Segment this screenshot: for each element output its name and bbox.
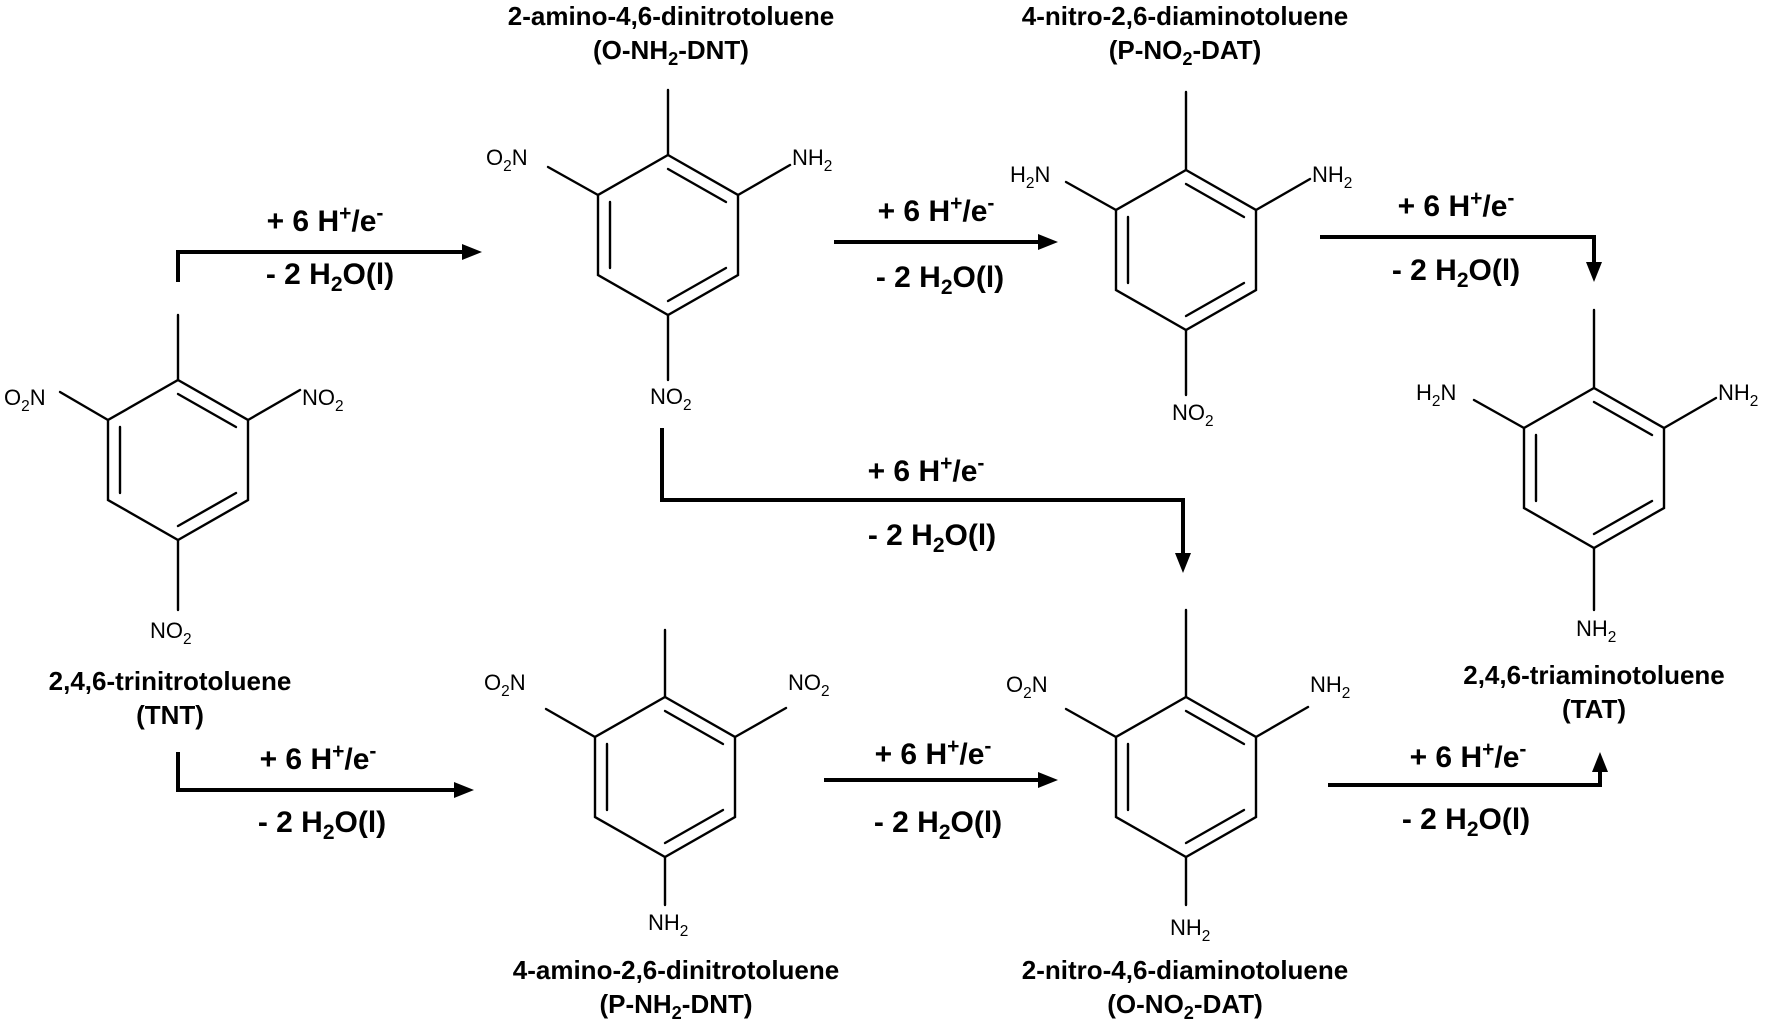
compound-abbr-o-nh2-dnt: (O-NH2-DNT) <box>593 35 749 69</box>
compound-name-o-no2-dat: 2-nitro-4,6-diaminotoluene <box>1022 955 1348 985</box>
condition-minus: - 2 H2O(l) <box>1392 254 1520 292</box>
condition-plus: + 6 H+/e- <box>260 740 377 776</box>
no2-group: NO2 <box>1172 400 1214 430</box>
o2n-group: O2N <box>4 385 46 415</box>
no2-group: NO2 <box>150 618 192 648</box>
nh2-group: NH2 <box>1170 915 1210 945</box>
reaction-arrow-p-no2-dat-to-tat: + 6 H+/e- - 2 H2O(l) <box>1320 187 1602 292</box>
compound-name-o-nh2-dnt: 2-amino-4,6-dinitrotoluene <box>508 1 834 31</box>
o2n-group: O2N <box>484 670 526 700</box>
molecule-tat: NH2 H2N NH2 <box>1416 308 1758 646</box>
condition-minus: - 2 H2O(l) <box>876 261 1004 299</box>
reaction-arrow-o-nh2-dnt-to-o-no2-dat: + 6 H+/e- - 2 H2O(l) <box>660 428 1191 573</box>
molecule-o-no2-dat: NH2 O2N NH2 <box>1006 608 1350 945</box>
condition-plus: + 6 H+/e- <box>1398 187 1515 223</box>
nh2-group: NH2 <box>792 145 832 175</box>
condition-minus: - 2 H2O(l) <box>1402 803 1530 841</box>
condition-minus: - 2 H2O(l) <box>258 806 386 844</box>
condition-plus: + 6 H+/e- <box>267 202 384 238</box>
compound-abbr-tnt: (TNT) <box>136 700 204 730</box>
condition-plus: + 6 H+/e- <box>875 735 992 771</box>
compound-name-p-no2-dat: 4-nitro-2,6-diaminotoluene <box>1022 1 1348 31</box>
molecule-o-nh2-dnt: NH2 O2N NO2 <box>486 88 832 414</box>
reaction-arrow-p-nh2-dnt-to-o-no2-dat: + 6 H+/e- - 2 H2O(l) <box>824 735 1058 844</box>
condition-minus: - 2 H2O(l) <box>874 806 1002 844</box>
no2-group: NO2 <box>302 385 344 415</box>
molecule-p-no2-dat: NH2 H2N NO2 <box>1010 90 1352 430</box>
compound-name-tat: 2,4,6-triaminotoluene <box>1463 660 1725 690</box>
condition-minus: - 2 H2O(l) <box>266 258 394 296</box>
condition-minus: - 2 H2O(l) <box>868 519 996 557</box>
no2-group: NO2 <box>650 384 692 414</box>
compound-name-p-nh2-dnt: 4-amino-2,6-dinitrotoluene <box>513 955 839 985</box>
no2-group: NO2 <box>788 670 830 700</box>
condition-plus: + 6 H+/e- <box>878 192 995 228</box>
compound-abbr-o-no2-dat: (O-NO2-DAT) <box>1107 989 1263 1023</box>
nh2-group: NH2 <box>648 910 688 940</box>
condition-plus: + 6 H+/e- <box>1410 738 1527 774</box>
compound-abbr-p-nh2-dnt: (P-NH2-DNT) <box>599 989 752 1023</box>
compound-abbr-p-no2-dat: (P-NO2-DAT) <box>1109 35 1262 69</box>
nh2-group: NH2 <box>1312 162 1352 192</box>
nh2-group: NH2 <box>1718 380 1758 410</box>
nh2-group: NH2 <box>1576 616 1616 646</box>
h2n-group: H2N <box>1416 380 1456 410</box>
h2n-group: H2N <box>1010 162 1050 192</box>
o2n-group: O2N <box>1006 672 1048 702</box>
molecule-tnt: NO2 O2N NO2 <box>4 313 344 648</box>
molecule-p-nh2-dnt: NO2 O2N NH2 <box>484 628 830 940</box>
reaction-arrow-tnt-to-p-nh2-dnt: + 6 H+/e- - 2 H2O(l) <box>176 740 474 844</box>
reaction-arrow-o-nh2-dnt-to-p-no2-dat: + 6 H+/e- - 2 H2O(l) <box>834 192 1058 299</box>
compound-abbr-tat: (TAT) <box>1562 694 1626 724</box>
o2n-group: O2N <box>486 145 528 175</box>
condition-plus: + 6 H+/e- <box>868 452 985 488</box>
nh2-group: NH2 <box>1310 672 1350 702</box>
compound-name-tnt: 2,4,6-trinitrotoluene <box>49 666 292 696</box>
reaction-arrow-tnt-to-o-nh2-dnt: + 6 H+/e- - 2 H2O(l) <box>176 202 482 296</box>
reaction-arrow-o-no2-dat-to-tat: + 6 H+/e- - 2 H2O(l) <box>1328 738 1608 841</box>
